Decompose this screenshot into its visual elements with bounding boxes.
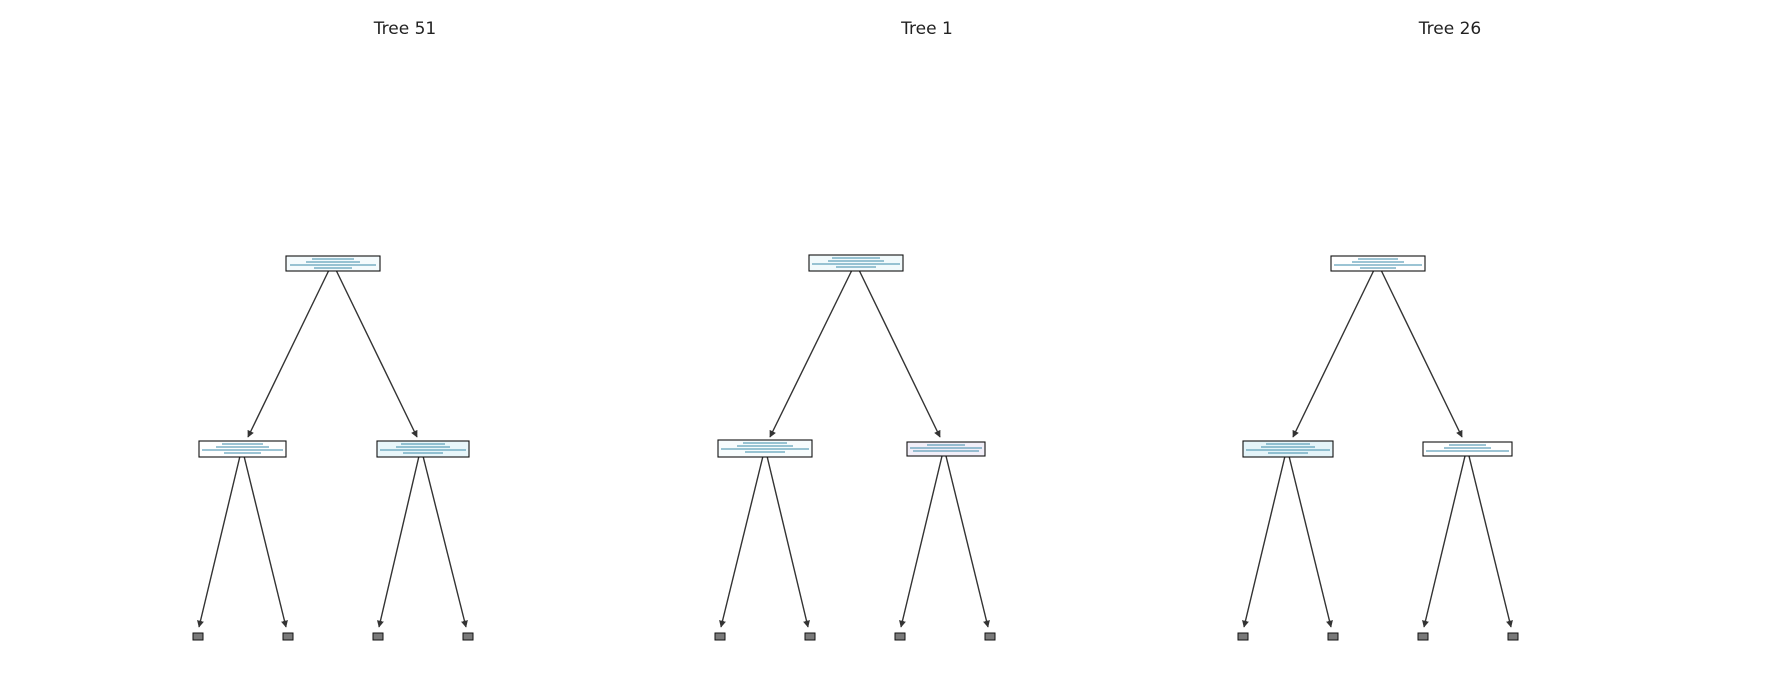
tree-leaf xyxy=(804,632,816,641)
tree-edge xyxy=(769,269,853,438)
tree-edge xyxy=(1380,269,1463,438)
tree-edge xyxy=(1292,269,1375,438)
node-box xyxy=(285,255,381,272)
tree-leaf xyxy=(1327,632,1339,641)
node-box xyxy=(1242,440,1334,458)
tree-title: Tree 26 xyxy=(1418,19,1481,39)
tree-leaf xyxy=(894,632,906,641)
tree-leaf xyxy=(192,632,204,641)
node-box xyxy=(1330,255,1426,272)
tree-node-left xyxy=(198,440,287,458)
tree-node-root xyxy=(1330,255,1426,272)
node-box xyxy=(376,440,470,458)
node-box xyxy=(1422,441,1513,457)
tree-node-root xyxy=(285,255,381,272)
tree-1: Tree 1 xyxy=(714,19,996,641)
tree-node-right xyxy=(376,440,470,458)
tree-leaf xyxy=(1237,632,1249,641)
node-box xyxy=(198,440,287,458)
tree-edge xyxy=(422,455,468,628)
node-box xyxy=(906,441,986,457)
tree-51: Tree 51 xyxy=(192,19,474,641)
tree-leaf xyxy=(462,632,474,641)
tree-edge xyxy=(247,269,330,438)
tree-edge xyxy=(858,269,941,438)
tree-title: Tree 51 xyxy=(373,19,436,39)
tree-title: Tree 1 xyxy=(900,19,953,39)
tree-node-right xyxy=(1422,441,1513,457)
tree-edge xyxy=(1288,455,1333,628)
tree-node-left xyxy=(717,439,813,458)
tree-edge xyxy=(1468,455,1513,628)
tree-leaf xyxy=(714,632,726,641)
tree-edge xyxy=(1242,455,1286,628)
tree-leaf xyxy=(282,632,294,641)
tree-leaf xyxy=(372,632,384,641)
tree-leaf xyxy=(1417,632,1429,641)
node-box xyxy=(808,254,904,272)
tree-edge xyxy=(899,455,943,628)
tree-leaf xyxy=(984,632,996,641)
tree-edge xyxy=(197,455,241,628)
tree-edge xyxy=(335,269,418,438)
tree-edge xyxy=(377,455,420,628)
tree-edge xyxy=(1422,455,1466,628)
node-box xyxy=(717,439,813,458)
tree-leaf xyxy=(1507,632,1519,641)
tree-node-right xyxy=(906,441,986,457)
tree-edge xyxy=(719,455,764,628)
tree-26: Tree 26 xyxy=(1237,19,1519,641)
tree-edge xyxy=(945,455,990,628)
tree-node-left xyxy=(1242,440,1334,458)
tree-edge xyxy=(766,455,810,628)
tree-edge xyxy=(243,455,288,628)
tree-node-root xyxy=(808,254,904,272)
